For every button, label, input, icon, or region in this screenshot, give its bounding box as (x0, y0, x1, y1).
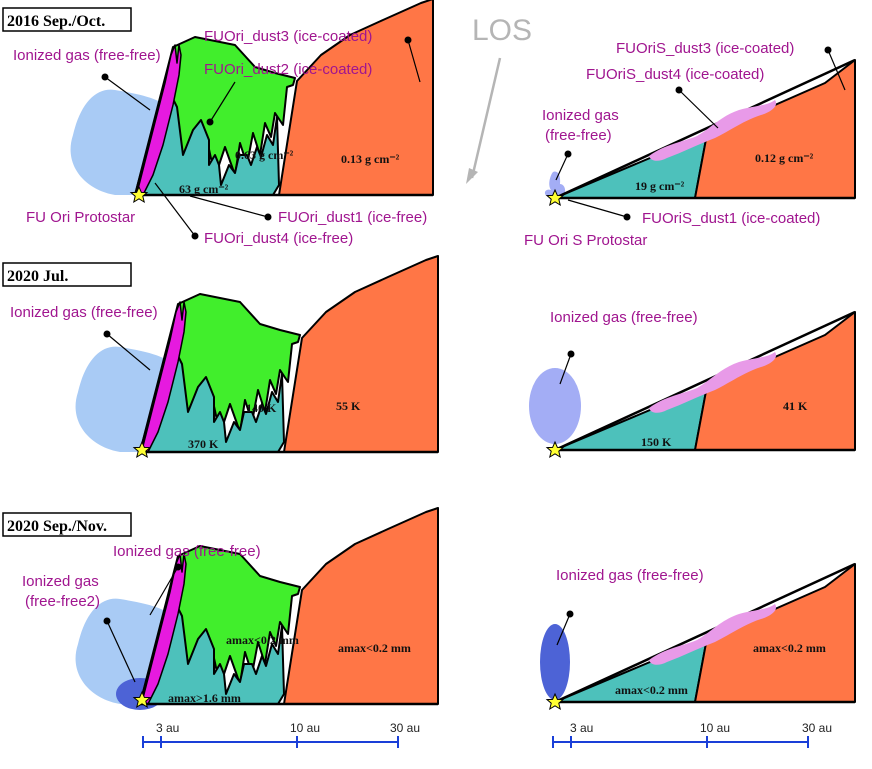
los-label: LOS (472, 14, 532, 47)
fuori-dust3-label: FUOri_dust3 (ice-coated) (204, 28, 372, 45)
ionized-label: Ionized gas (free-free) (13, 47, 161, 64)
teal-value-s: amax<0.2 mm (615, 683, 688, 697)
green-value: amax<0.2 mm (226, 633, 299, 647)
scale-bar-right: 3 au 10 au 30 au (552, 721, 832, 748)
fuori-dust4-label: FUOri_dust4 (ice-free) (204, 230, 353, 247)
fuori-diagram-3: amax<0.2 mm amax>1.6 mm amax<0.2 mm (75, 506, 440, 710)
fuori-dust2-label: FUOri_dust2 (ice-coated) (204, 61, 372, 78)
ionized-label: Ionized gas (free-free) (10, 304, 158, 321)
fuori-diagram-1: 0.63 g cm⁻² 63 g cm⁻² 0.13 g cm⁻² (70, 0, 435, 203)
ionized-s-label-line2: (free-free) (545, 127, 612, 144)
ionized2-label-line1: Ionized gas (22, 573, 99, 590)
panel-header: 2020 Sep./Nov. (7, 518, 107, 535)
fuori-diagram-2: 140 K 370 K 55 K (75, 254, 440, 458)
panel-header: 2020 Jul. (7, 268, 68, 285)
teal-value: 370 K (188, 437, 219, 451)
ionized-s-label-line1: Ionized gas (542, 107, 619, 124)
teal-value-s: 19 g cm⁻² (635, 179, 685, 193)
green-value: 140 K (246, 401, 277, 415)
panel-2020-sep: 2020 Sep./Nov. amax<0.2 mm amax>1.6 mm a… (2, 506, 857, 710)
header-box (2, 262, 132, 287)
header-box (2, 512, 132, 537)
ionized-s-label: Ionized gas (free-free) (550, 309, 698, 326)
orange-value: 55 K (336, 399, 361, 413)
orange-value: 0.13 g cm⁻² (341, 152, 400, 166)
scale-tick-30au: 30 au (390, 721, 420, 735)
fuoris-diagram-3: amax<0.2 mm amax<0.2 mm (540, 562, 857, 710)
teal-value-s: 150 K (641, 435, 672, 449)
protostar-label: FU Ori Protostar (26, 209, 135, 226)
ionized-label: Ionized gas (free-free) (113, 543, 261, 560)
fuori-dust1-label: FUOri_dust1 (ice-free) (278, 209, 427, 226)
fuoris-diagram-2: 150 K 41 K (529, 310, 857, 458)
scale-tick-10au: 10 au (290, 721, 320, 735)
ionized2-label-line2: (free-free2) (25, 593, 100, 610)
green-value: 0.63 g cm⁻² (235, 148, 294, 162)
teal-value: 63 g cm⁻² (179, 182, 229, 196)
ionized-s-label: Ionized gas (free-free) (556, 567, 704, 584)
fuoris-diagram-1: 19 g cm⁻² 0.12 g cm⁻² (544, 58, 857, 206)
fuoris-dust4-label: FUOriS_dust4 (ice-coated) (586, 66, 764, 83)
scale-tick-3au: 3 au (570, 721, 593, 735)
fuoris-dust3-label: FUOriS_dust3 (ice-coated) (616, 40, 794, 57)
orange-value-s: amax<0.2 mm (753, 641, 826, 655)
fuoris-dust1-label: FUOriS_dust1 (ice-coated) (642, 210, 820, 227)
scale-bar-left: 3 au 10 au 30 au (142, 721, 420, 748)
protostar-s-label: FU Ori S Protostar (524, 232, 647, 249)
los-indicator: LOS (466, 14, 532, 184)
scale-tick-30au: 30 au (802, 721, 832, 735)
panel-2016: 2016 Sep./Oct. 0.63 g cm⁻² 63 g cm⁻² 0.1… (2, 0, 857, 249)
orange-value-s: 0.12 g cm⁻² (755, 151, 814, 165)
orange-value: amax<0.2 mm (338, 641, 411, 655)
panel-2020-jul: 2020 Jul. 140 K 370 K 55 K Ionized gas (… (2, 254, 857, 458)
scale-tick-3au: 3 au (156, 721, 179, 735)
scale-tick-10au: 10 au (700, 721, 730, 735)
ionized-gas-region-s (544, 171, 566, 196)
header-box (2, 7, 132, 32)
panel-header: 2016 Sep./Oct. (7, 13, 105, 30)
orange-value-s: 41 K (783, 399, 808, 413)
teal-value: amax>1.6 mm (168, 691, 241, 705)
